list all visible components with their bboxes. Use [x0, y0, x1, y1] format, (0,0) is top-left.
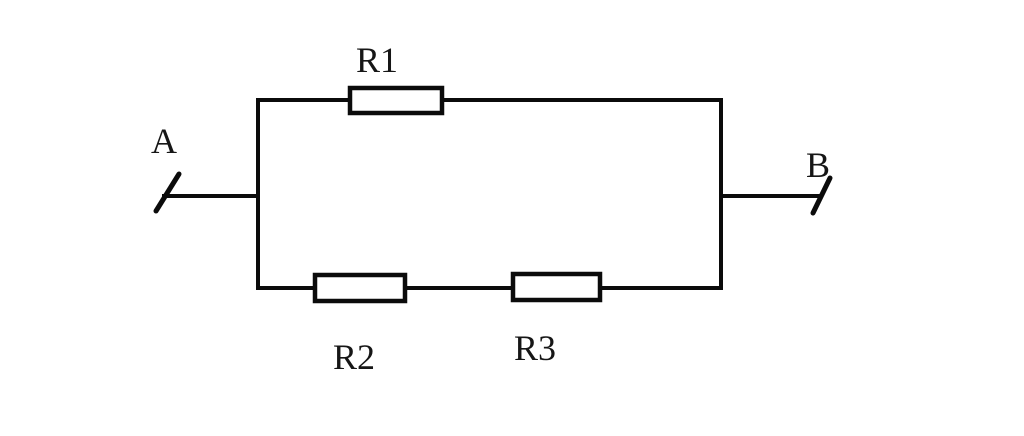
terminal-a-label: A: [151, 121, 177, 161]
terminal-a-tick-icon: [153, 171, 182, 214]
terminal-b-tick-icon: [810, 175, 833, 216]
resistor-r2-box: [312, 272, 408, 304]
terminal-b-label: B: [806, 145, 830, 185]
resistor-r3-box: [510, 271, 603, 303]
resistor-r3-label: R3: [514, 328, 556, 368]
resistor-r1-label: R1: [356, 40, 398, 80]
resistor-r2-label: R2: [333, 337, 375, 377]
resistor-r1-box: [347, 85, 445, 116]
